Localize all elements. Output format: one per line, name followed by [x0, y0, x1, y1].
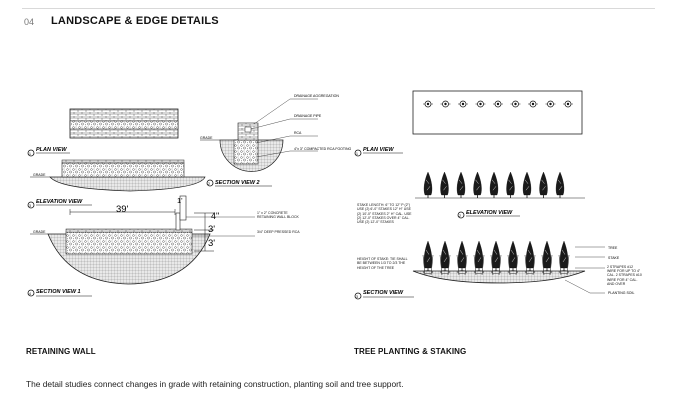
tree-elevation-view: 2 ELEVATION VIEW [415, 171, 585, 219]
tree-symbol [456, 171, 466, 198]
svg-text:2: 2 [208, 182, 210, 186]
stake-note: STAKE [608, 256, 620, 260]
pressed-rca-note: 3/4" DEEP PRESSED RCA [257, 230, 300, 234]
svg-text:4: 4 [29, 292, 31, 296]
tree-symbol [473, 240, 485, 276]
tree-symbol [558, 240, 570, 276]
rca-note: RCA [294, 131, 302, 135]
wall-elevation-label: ELEVATION VIEW [36, 199, 83, 205]
wall-grade-note-2: GRADE [200, 136, 213, 140]
tree-symbol [507, 240, 519, 276]
wall-grade-note-sec1: GRADE [33, 230, 46, 234]
tree-symbol [490, 240, 502, 276]
drainage-pipe-note: DRAINAGE PIPE [294, 114, 322, 118]
tree-plan-label: PLAN VIEW [363, 147, 394, 153]
tree-symbol [473, 171, 482, 198]
tree-plan-symbol [423, 100, 433, 108]
wall-section-1-label: SECTION VIEW 1 [36, 289, 81, 295]
stake-length-note: STAKE LENGTH: 6" TO 12" P (2") USE (2) 6… [357, 203, 412, 225]
tree-plan-symbol [440, 100, 451, 108]
wall-height-dim-1: 3' [208, 224, 215, 235]
wall-section-view-2: GRADE DRAINAGE AGGREGATION DRAINAGE PIPE… [200, 94, 352, 187]
tree-section-label: SECTION VIEW [363, 290, 404, 296]
tree-plan-symbol [510, 100, 521, 108]
svg-text:3: 3 [29, 204, 31, 208]
svg-text:2: 2 [459, 214, 461, 218]
tree-symbol [489, 171, 499, 198]
planting-soil-note: PLANTING SOIL [608, 291, 635, 295]
wall-length-dim: 39' [116, 204, 129, 215]
height-of-stake-note: HEIGHT OF STAKE: TIE SHALL BE BETWEEN 1/… [357, 257, 408, 270]
wall-plan-label: PLAN VIEW [36, 147, 67, 153]
tree-symbol [422, 240, 434, 276]
svg-text:1: 1 [29, 152, 31, 156]
wall-height-dim-2: 3' [208, 238, 215, 249]
tree-elevation-label: ELEVATION VIEW [466, 210, 513, 216]
tree-plan-symbol [528, 100, 538, 108]
tree-plan-view: 1 PLAN VIEW [354, 90, 583, 157]
tree-plan-symbol [475, 100, 486, 108]
tree-plan-symbol [458, 100, 468, 108]
retaining-wall-caption: RETAINING WALL [26, 347, 96, 356]
svg-text:3: 3 [356, 295, 358, 299]
header-rule [22, 8, 655, 9]
wall-elevation-view: GRADE 3 ELEVATION VIEW [27, 159, 206, 209]
tree-plan-symbol [545, 100, 556, 108]
tree-plan-symbol [563, 100, 573, 108]
wall-grade-note-elev: GRADE [33, 173, 46, 177]
wall-post-dim: 1' [177, 196, 183, 205]
tree-planting-caption: TREE PLANTING & STAKING [354, 347, 467, 356]
svg-text:1: 1 [356, 152, 358, 156]
wall-plan-view: 1 PLAN VIEW [27, 108, 179, 157]
tree-symbol [539, 171, 548, 198]
wall-thickness-dim: 4" [211, 211, 219, 221]
description-text: The detail studies connect changes in gr… [26, 379, 404, 389]
drainage-aggregation-note: DRAINAGE AGGREGATION [294, 94, 339, 98]
tree-plan-symbol [493, 100, 503, 108]
tree-symbol [522, 171, 532, 198]
tree-symbol [541, 240, 553, 276]
tree-symbol [439, 240, 451, 276]
wall-section-2-label: SECTION VIEW 2 [215, 180, 260, 186]
tree-symbol [506, 171, 515, 198]
tree-section-view: STAKE LENGTH: 6" TO 12" P (2") USE (2) 6… [354, 203, 642, 300]
concrete-block-note: 1" x 2" CONCRETE RETAINING WALL BLOCK [257, 211, 299, 220]
page-title: LANDSCAPE & EDGE DETAILS [51, 15, 219, 27]
tree-symbol [440, 171, 449, 198]
tree-symbol [524, 240, 536, 276]
page-number: 04 [24, 17, 35, 27]
wall-section-view-1: GRADE 39' 1' 4" 3' 3' 1" x 2" CONCRETE R… [27, 195, 300, 297]
tree-symbol [456, 240, 468, 276]
tree-symbol [555, 171, 565, 198]
rca-footing-note: 4"x 3" COMPACTED RCA FOOTING [294, 147, 352, 151]
tree-note: TREE [608, 246, 618, 250]
strapping-note: 2 STRAPES #12 WIRE FOR UP TO 4" CAL. 2 S… [607, 265, 642, 286]
tree-symbol [423, 171, 433, 198]
